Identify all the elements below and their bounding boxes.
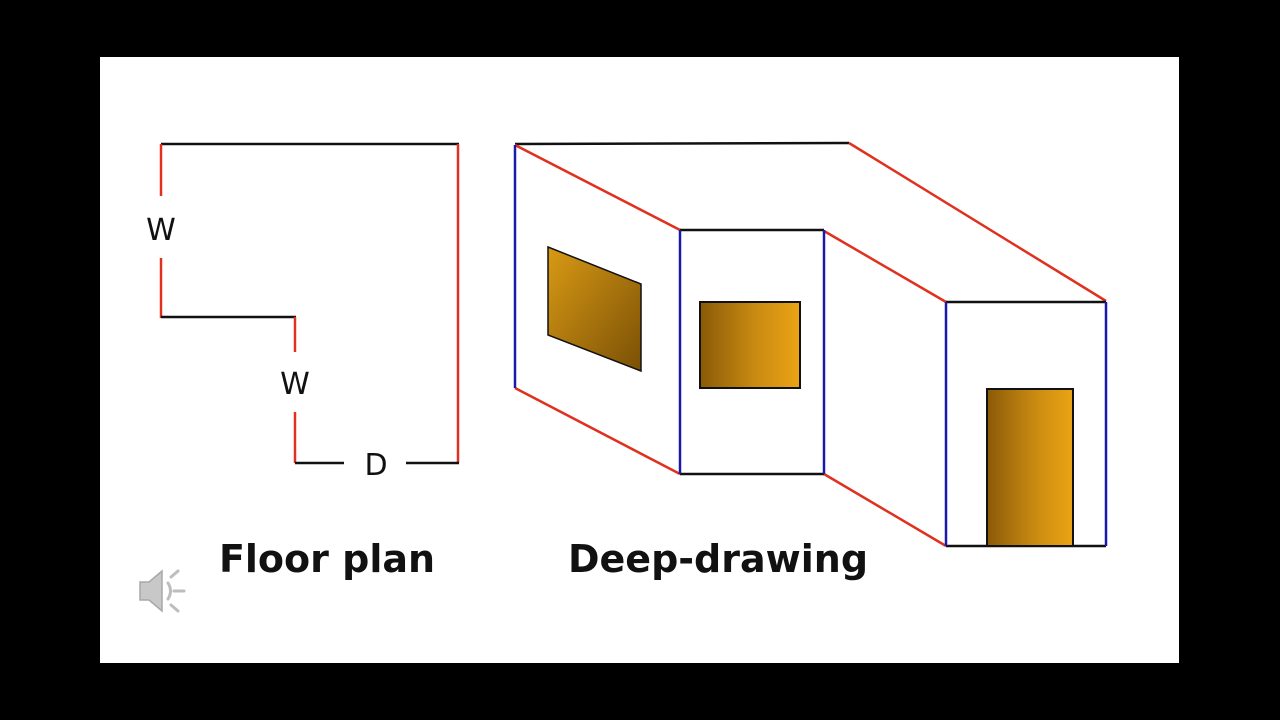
- depth-edge-step-top: [823, 229, 947, 304]
- floor-plan-caption: Floor plan: [219, 537, 435, 581]
- depth-edge-bottom-left: [514, 386, 681, 476]
- dimension-label-d: D: [364, 448, 387, 483]
- dimension-label-w-upper: W: [146, 213, 176, 248]
- deep-drawing: Deep-drawing: [513, 141, 1108, 581]
- door: [986, 388, 1074, 547]
- depth-edge-top-left: [514, 143, 681, 232]
- front-window: [699, 301, 801, 389]
- depth-edge-step-bottom: [823, 472, 947, 548]
- floor-plan: W W D Floor plan: [146, 142, 460, 581]
- speaker-icon[interactable]: [139, 569, 186, 613]
- depth-edge-top-right: [848, 141, 1107, 303]
- deep-drawing-caption: Deep-drawing: [568, 537, 868, 581]
- dimension-label-w-lower: W: [280, 367, 310, 402]
- side-window: [547, 245, 642, 373]
- roof-back-edge: [514, 141, 850, 146]
